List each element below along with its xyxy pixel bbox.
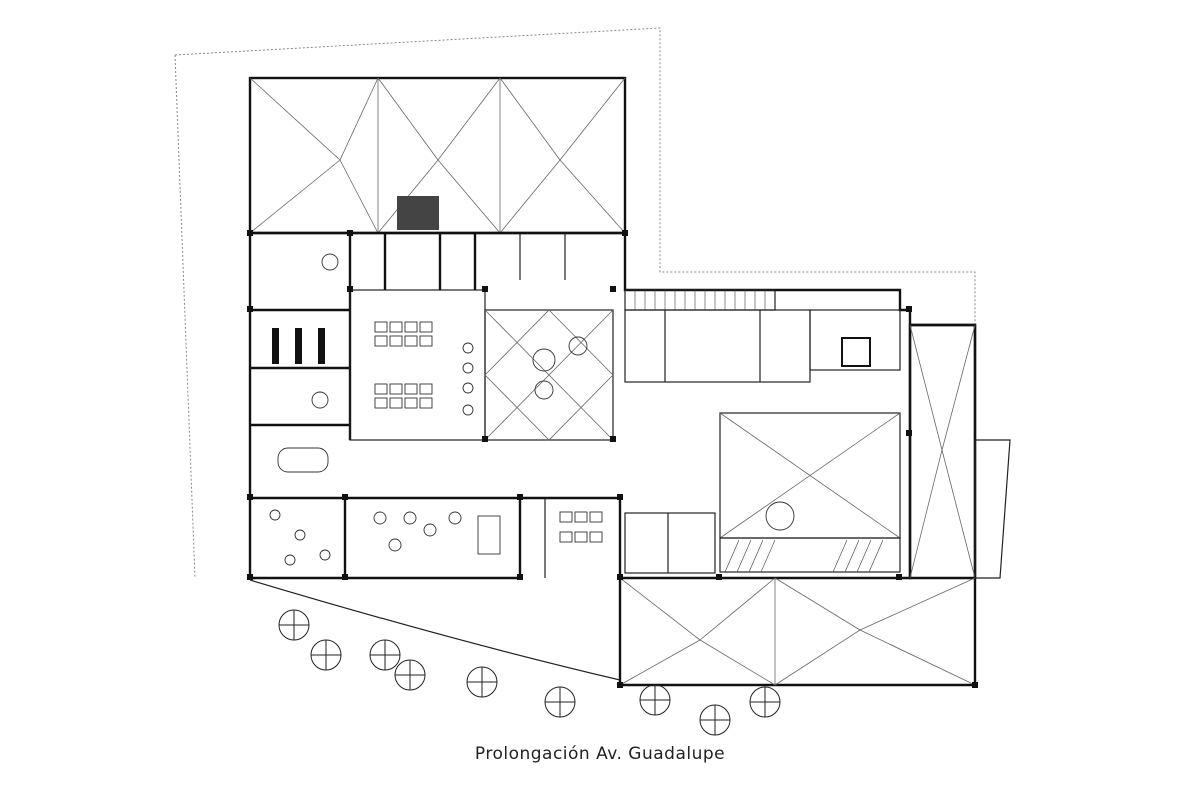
east-roof — [908, 323, 1011, 580]
tree-icon — [278, 609, 781, 736]
meeting-clusters — [269, 253, 462, 566]
column-icon — [247, 230, 978, 688]
site-boundary-west — [174, 54, 196, 579]
street-label: Prolongación Av. Guadalupe — [474, 744, 726, 764]
south-curve — [249, 579, 621, 681]
site-boundary — [174, 27, 976, 420]
main-building — [248, 231, 977, 687]
plant-icon — [462, 336, 795, 531]
north-roof — [248, 76, 627, 235]
south-roof — [619, 577, 976, 686]
workstations — [277, 321, 603, 555]
archive-shelves — [272, 328, 325, 364]
